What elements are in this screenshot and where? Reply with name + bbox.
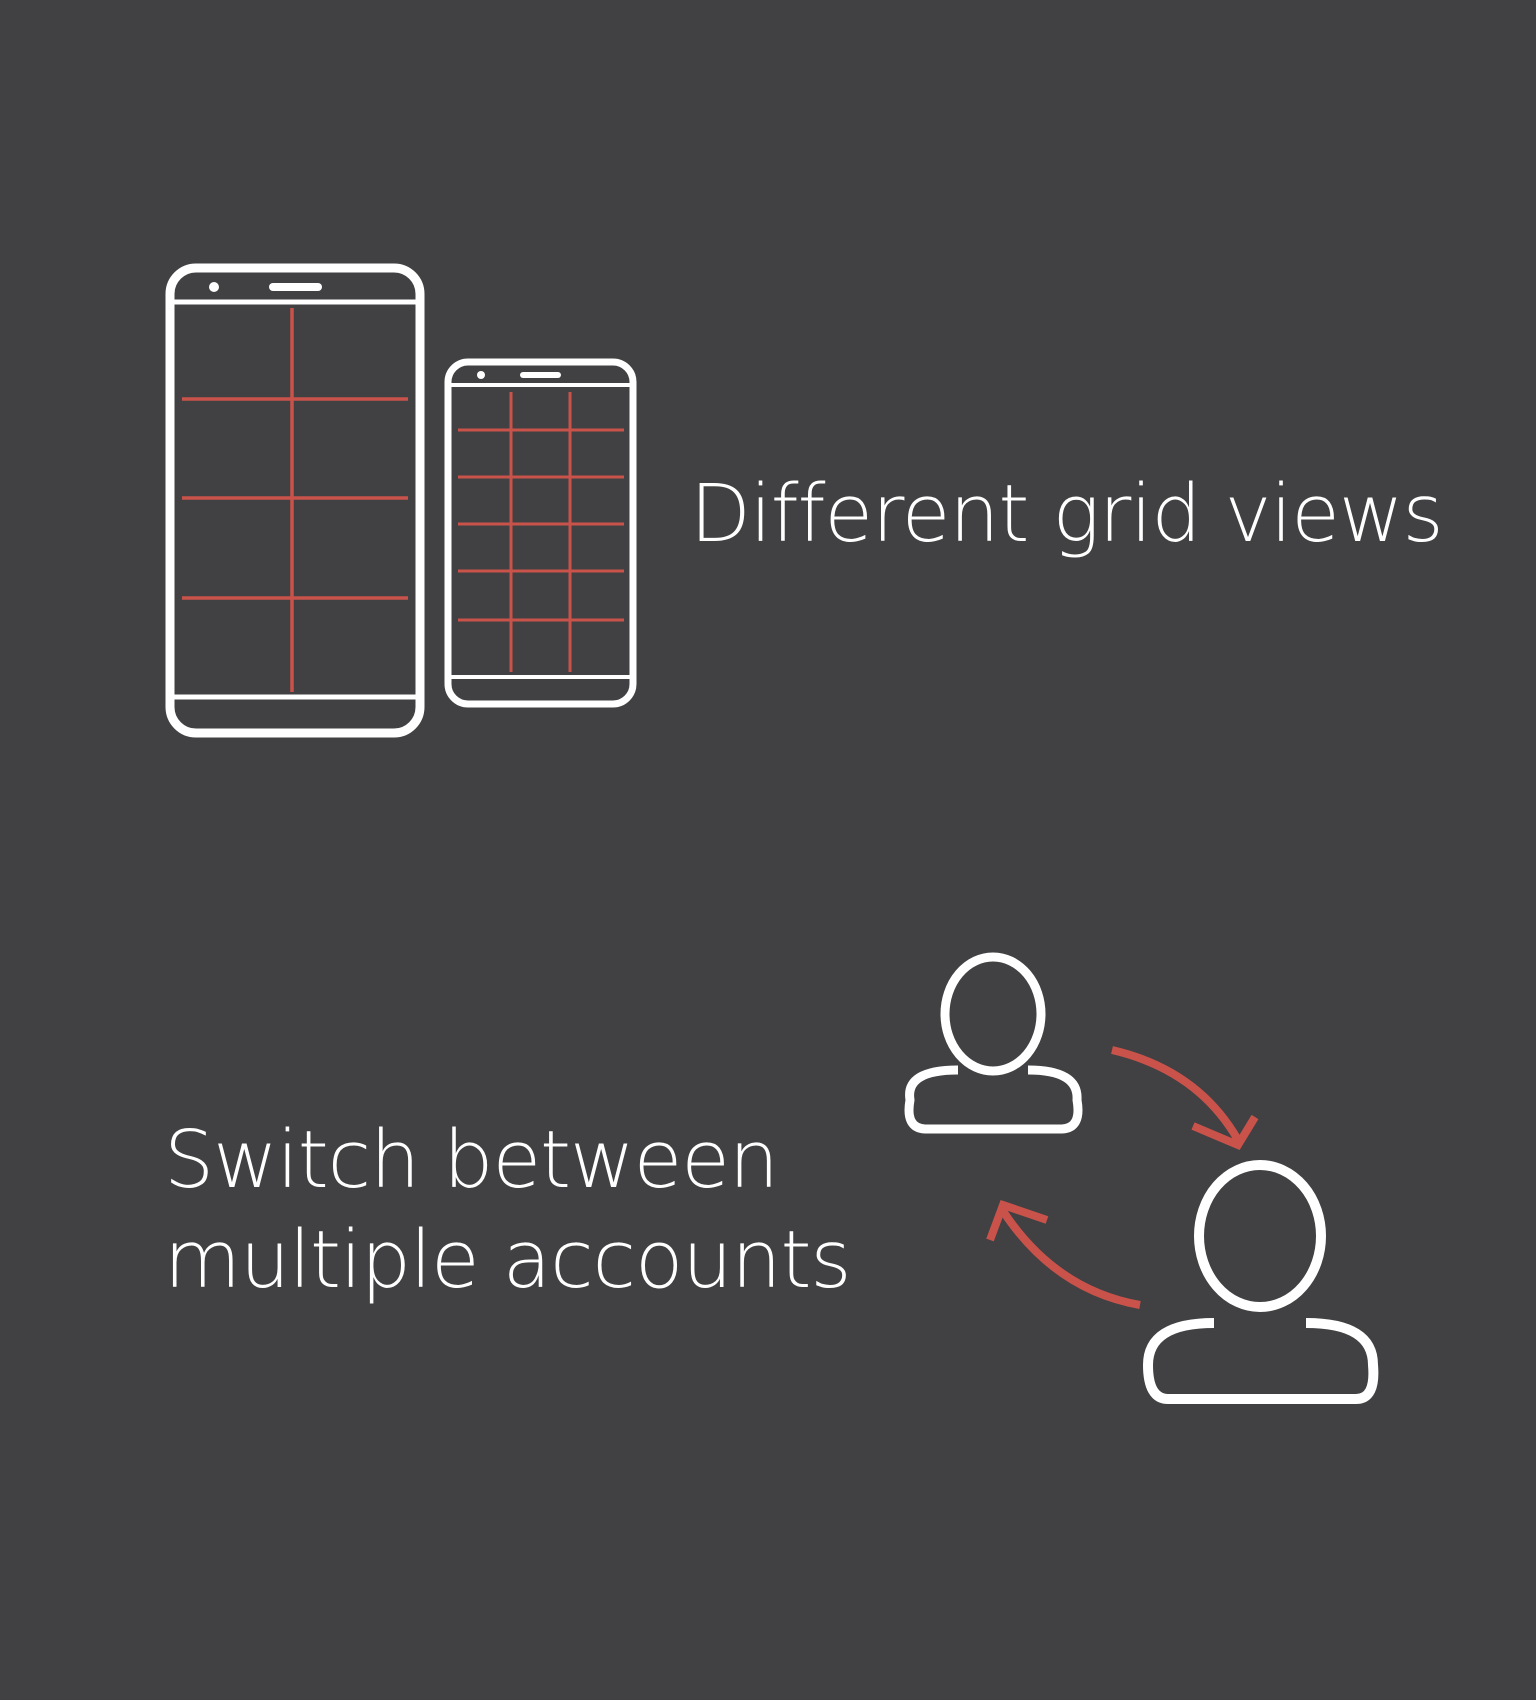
- accounts-caption-line-1: Switch between: [164, 1114, 779, 1206]
- user-icon: [904, 952, 1083, 1134]
- grid-views-caption: Different grid views: [690, 468, 1444, 560]
- large-phone-icon: [165, 263, 425, 738]
- user-icon-secondary: [1143, 1160, 1379, 1404]
- accounts-caption-line-2: multiple accounts: [164, 1214, 852, 1306]
- accounts-caption: Switch between multiple accounts: [164, 1110, 852, 1310]
- small-phone-icon: [444, 358, 637, 708]
- switch-arrows-icon: [986, 1046, 1259, 1309]
